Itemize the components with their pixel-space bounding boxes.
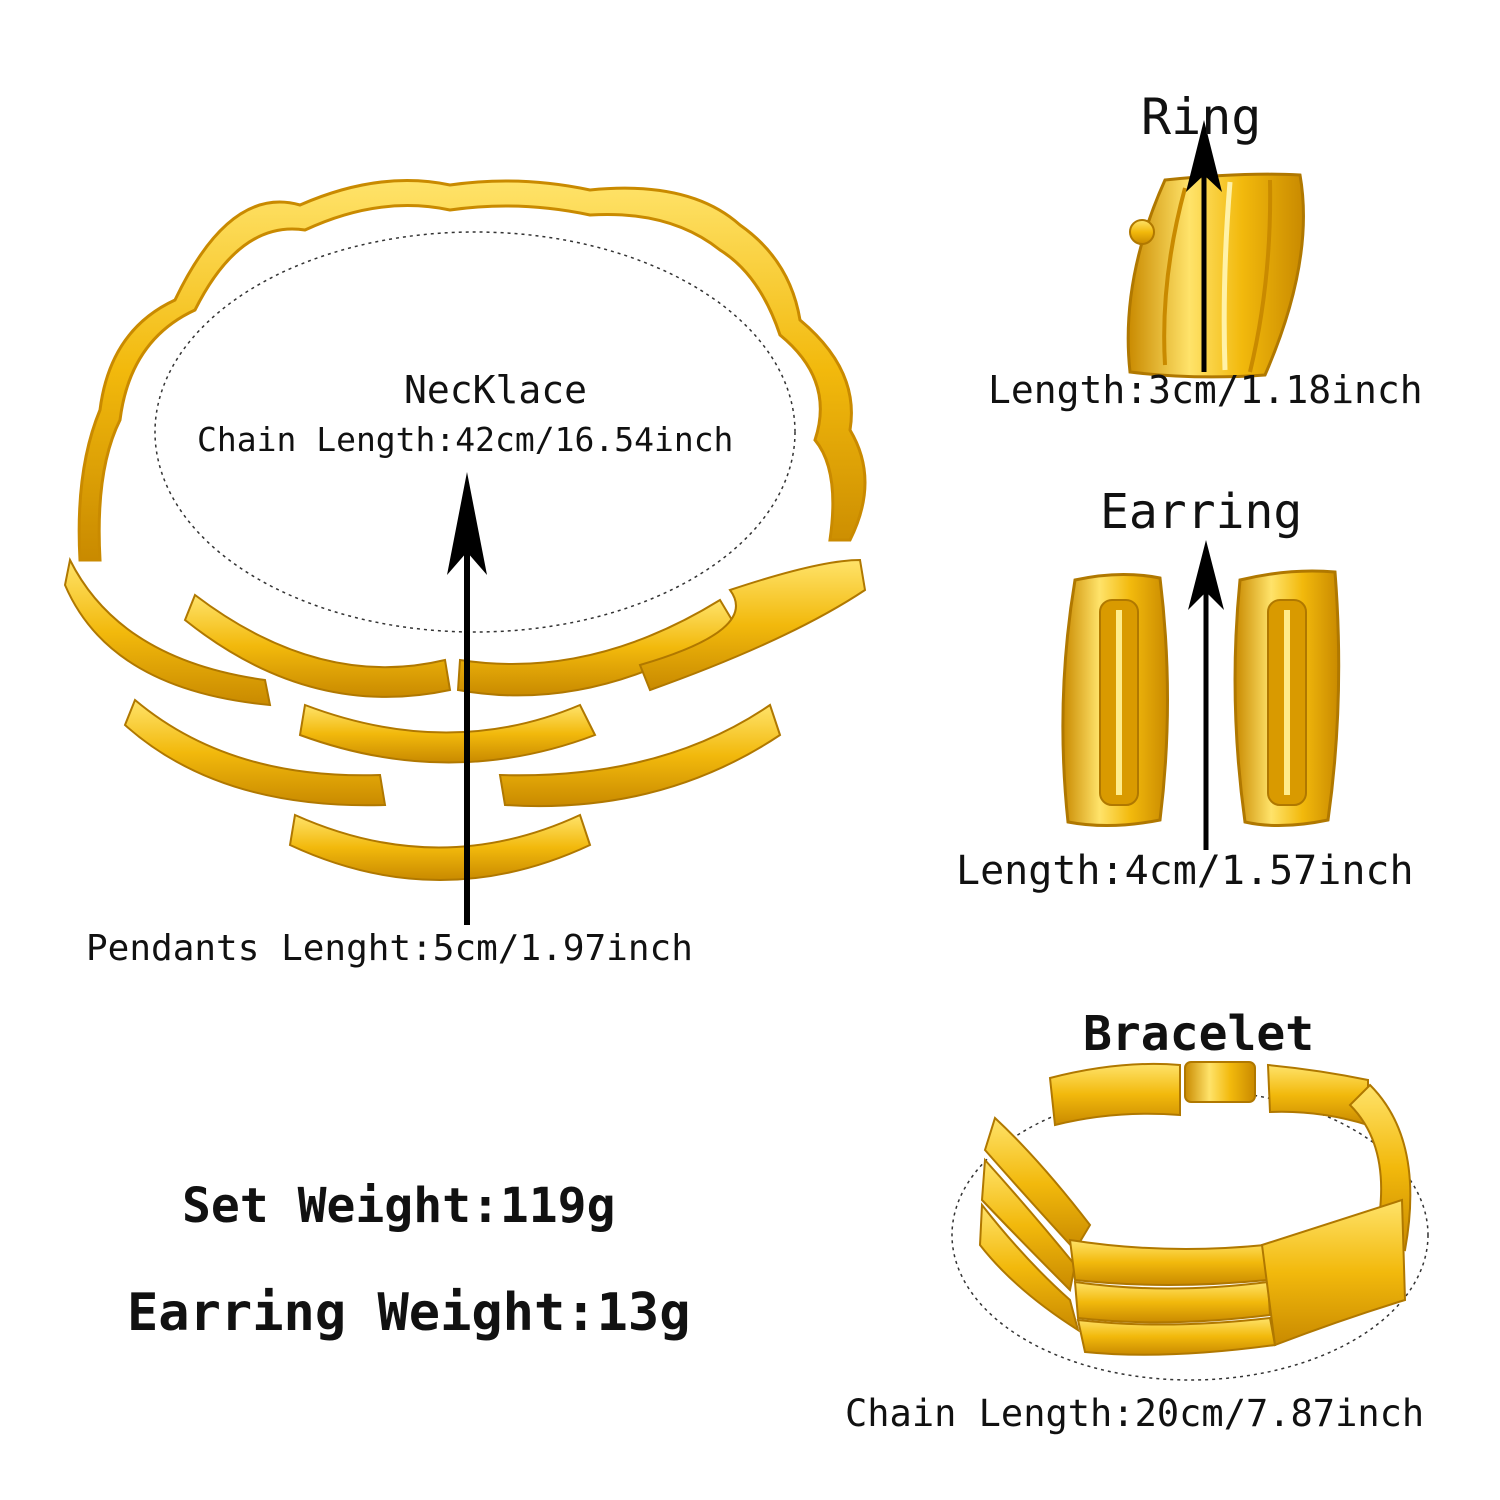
earring-title: Earring: [1100, 484, 1303, 540]
bracelet-side-plate: [1260, 1198, 1407, 1347]
necklace-chain-length: Chain Length:42cm/16.54inch: [197, 420, 734, 459]
necklace-pendant-arrow-head: [447, 472, 487, 575]
ring-clasp: [1129, 219, 1155, 245]
earring-weight: Earring Weight:13g: [127, 1283, 691, 1343]
earring-image: [1061, 540, 1341, 850]
bracelet-title: Bracelet: [1083, 1006, 1315, 1062]
ring-groove-3: [1248, 179, 1273, 373]
necklace-arc-2-right: [498, 703, 782, 808]
bracelet-back-link-right: [1266, 1063, 1369, 1127]
earring-arrow-head: [1188, 540, 1224, 610]
bracelet-chain-length: Chain Length:20cm/7.87inch: [845, 1392, 1425, 1435]
necklace-image: [63, 179, 867, 925]
ring-length: Length:3cm/1.18inch: [988, 368, 1423, 412]
bracelet-clasp: [1184, 1061, 1256, 1103]
bracelet-chain-ellipse: [951, 1089, 1429, 1381]
bracelet-image: [951, 1061, 1429, 1381]
necklace-arc-2-center: [298, 703, 597, 764]
bracelet-band-3: [978, 1202, 1080, 1333]
necklace-arc-2-left: [123, 698, 387, 807]
necklace-pendant-length: Pendants Lenght:5cm/1.97inch: [86, 928, 693, 969]
ring-image: [1126, 120, 1305, 379]
necklace-collar: [77, 179, 867, 562]
necklace-arc-1-center: [183, 593, 452, 698]
ring-arrow-head: [1186, 120, 1222, 192]
necklace-title: NecKlace: [404, 368, 588, 412]
necklace-arc-1-right: [638, 558, 867, 692]
ring-title: Ring: [1141, 88, 1262, 146]
necklace-arc-3: [288, 813, 592, 881]
ring-band: [1126, 172, 1305, 379]
earring-length: Length:4cm/1.57inch: [956, 848, 1414, 894]
ring-groove-1: [1162, 187, 1187, 366]
bracelet-front-plate-1: [1068, 1238, 1270, 1286]
necklace-chain-ellipse: [154, 231, 796, 633]
bracelet-front-plate-3: [1076, 1316, 1277, 1356]
bracelet-back-link-left: [1048, 1062, 1181, 1127]
set-weight: Set Weight:119g: [182, 1178, 616, 1234]
bracelet-front-plate-2: [1073, 1280, 1272, 1324]
necklace-arc-1-left: [63, 556, 272, 707]
ring-groove-2: [1221, 181, 1233, 371]
bracelet-band-2: [980, 1157, 1077, 1293]
